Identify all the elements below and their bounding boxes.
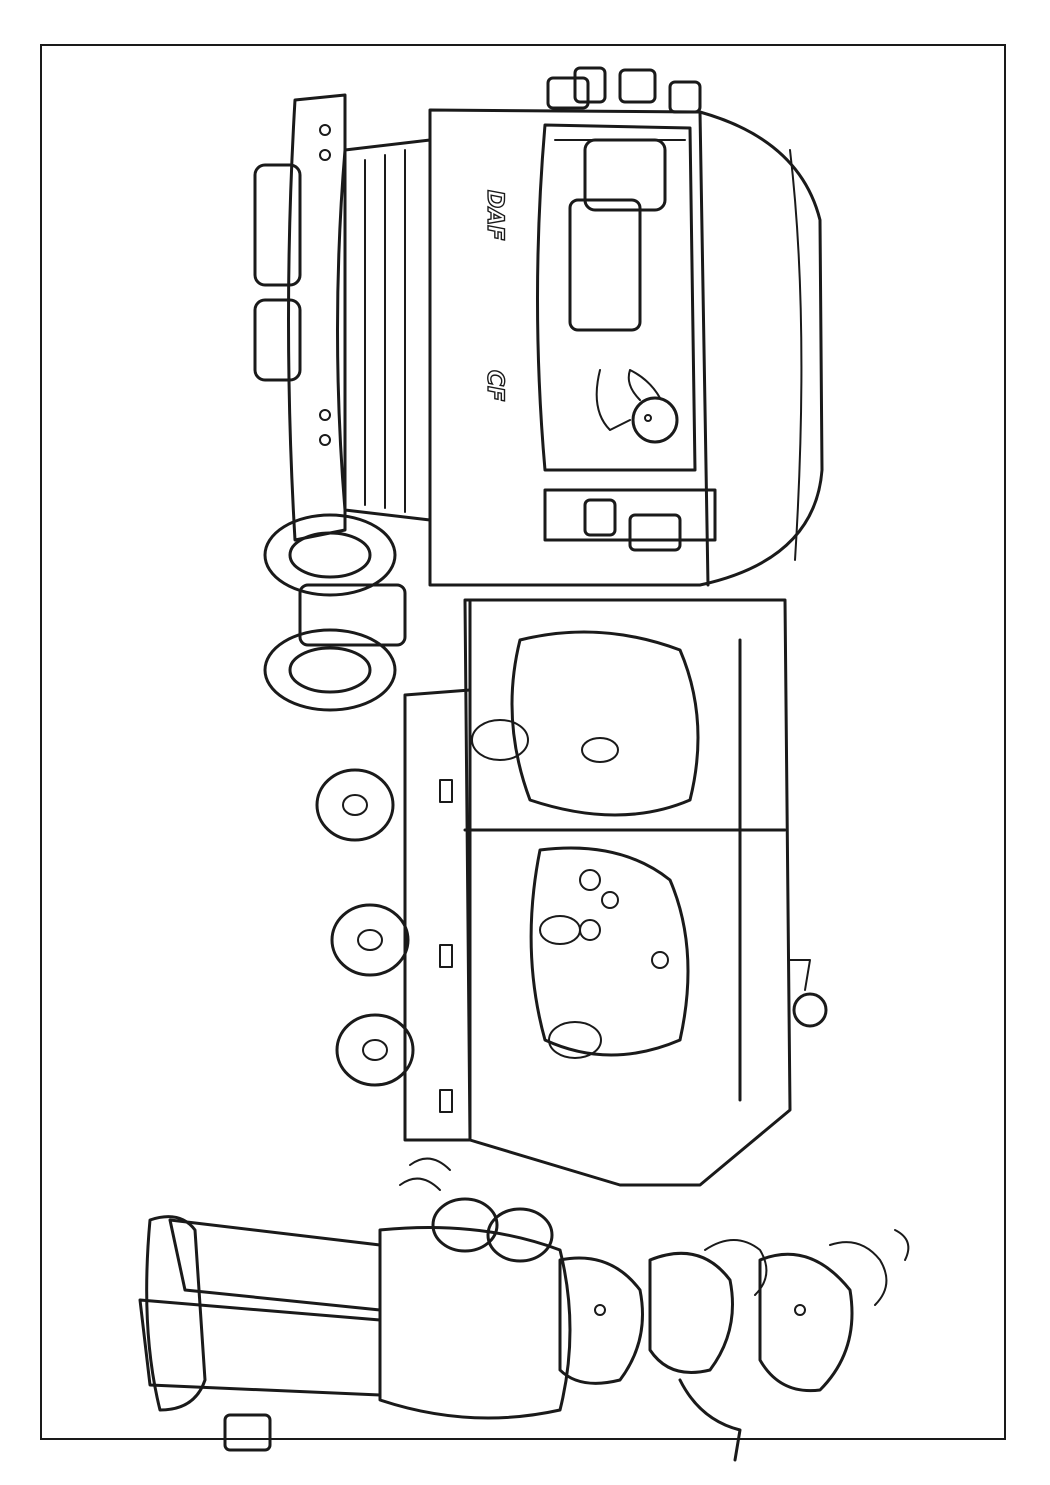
bumper-light-1 — [319, 124, 331, 136]
page-border — [40, 44, 1006, 1440]
carried-car-2 — [529, 846, 690, 1057]
man-shoe-1 — [145, 1215, 207, 1412]
binocular-lens-1 — [431, 1197, 499, 1253]
cab-window-panel — [568, 198, 642, 332]
roof-light-1 — [546, 76, 590, 110]
trailer-hub-3 — [362, 1039, 388, 1061]
model-badge: CF — [482, 370, 507, 401]
car1-wheel — [471, 719, 529, 761]
child2-curl — [894, 1229, 910, 1261]
roof-light-3 — [618, 68, 657, 104]
child2-eye — [794, 1304, 806, 1316]
truck-cab: DAF CF — [253, 66, 824, 712]
fuel-tank — [298, 583, 407, 647]
car2-spot-3 — [579, 919, 601, 941]
trailer-wheel-2 — [330, 903, 410, 977]
truck-driver — [595, 369, 679, 444]
roof-light-2 — [573, 66, 607, 104]
car2-spot-1 — [579, 869, 601, 891]
car2-spot-2 — [601, 891, 619, 909]
tail-light — [792, 992, 828, 1028]
trailer-wheel-3 — [335, 1013, 415, 1087]
car2-wheel — [539, 915, 581, 945]
motion-line-1 — [399, 1177, 441, 1191]
driver-head — [631, 396, 679, 444]
child2-hair — [829, 1241, 888, 1306]
car1-window — [581, 737, 619, 763]
lower-step-2 — [253, 298, 302, 382]
door-handle — [583, 498, 617, 537]
windshield — [536, 123, 697, 472]
bumper-light-2 — [319, 149, 331, 161]
trailer-deck — [403, 688, 472, 1142]
roof-light-4 — [668, 80, 702, 114]
man-leg-2 — [138, 1298, 382, 1397]
child1-head — [648, 1251, 734, 1374]
cab-roof-curve — [789, 149, 803, 561]
deck-hole-1 — [439, 779, 453, 803]
lower-step-1 — [253, 163, 302, 287]
binocular-lens-2 — [486, 1207, 554, 1263]
deck-hole-3 — [439, 1089, 453, 1113]
bumper-light-4 — [319, 434, 331, 446]
brand-badge: DAF — [482, 190, 507, 240]
car-carrier-trailer — [315, 598, 828, 1187]
man-leg-1 — [168, 1218, 382, 1312]
trailer-wheel-1 — [315, 768, 395, 842]
rear-wheel-inner — [288, 646, 372, 694]
bumper-light-3 — [319, 409, 331, 421]
car3-wheel — [548, 1021, 602, 1059]
man-cuff — [223, 1413, 272, 1452]
child1-hair — [704, 1239, 768, 1296]
driver-eye — [644, 414, 652, 422]
deck-hole-2 — [439, 944, 453, 968]
front-wheel-inner — [288, 531, 372, 579]
cab-visor — [583, 138, 667, 212]
carried-car-1 — [510, 630, 700, 817]
front-grille — [336, 138, 432, 522]
tail-light-bracket — [789, 959, 811, 991]
car2-spot-4 — [651, 951, 669, 969]
man-torso — [378, 1226, 572, 1420]
driver-hair — [627, 369, 661, 401]
front-bumper — [287, 93, 347, 542]
child1-arm — [678, 1378, 742, 1462]
man-head — [558, 1256, 644, 1385]
man-eye — [594, 1304, 606, 1316]
motion-line-2 — [409, 1157, 451, 1171]
child2-head — [758, 1252, 854, 1393]
cab-body — [428, 108, 824, 587]
driver-arm — [595, 369, 631, 431]
rear-wheel-outer — [263, 628, 397, 712]
cab-door-lower — [543, 488, 717, 542]
watching-people — [138, 1157, 910, 1462]
trailer-hub-2 — [357, 929, 383, 951]
trailer-hub-1 — [342, 794, 368, 816]
side-mirror — [628, 513, 682, 552]
front-wheel-outer — [263, 513, 397, 597]
cab-side-line — [698, 110, 710, 587]
